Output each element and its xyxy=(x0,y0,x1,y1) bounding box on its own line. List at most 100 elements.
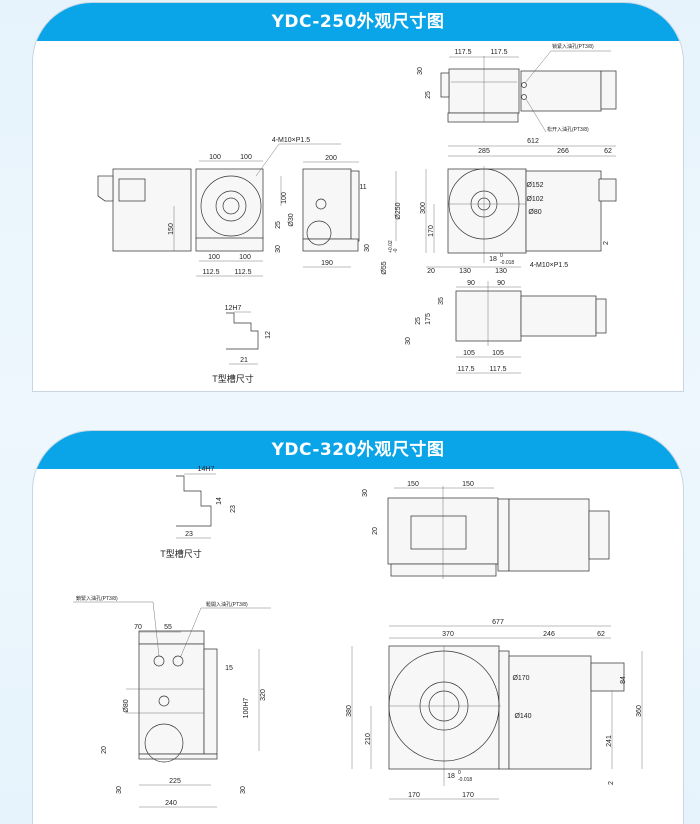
dimension-label: 4-M10×P1.5 xyxy=(272,137,310,144)
dimension-label: Ø80 xyxy=(528,209,541,216)
dimension-label: 18 xyxy=(489,256,497,263)
dimension-label: 246 xyxy=(543,631,555,638)
dimension-label: Ø80 xyxy=(123,699,130,712)
dimension-label: 225 xyxy=(169,778,181,785)
dimension-label: 0 xyxy=(458,770,461,776)
t-slot-detail xyxy=(176,473,216,539)
dimension-label: 266 xyxy=(557,148,569,155)
dimension-label: 35 xyxy=(438,297,445,305)
dimension-label: 12H7 xyxy=(225,305,242,312)
dimension-label: 170 xyxy=(428,225,435,237)
dimension-label: 25 xyxy=(275,221,282,229)
dimension-label: 117.5 xyxy=(490,366,507,373)
bottom-view xyxy=(455,281,607,374)
dimension-label: Ø30 xyxy=(288,213,295,226)
dimension-label: 18 xyxy=(447,773,455,780)
dimension-label: 62 xyxy=(597,631,605,638)
dimension-label: 90 xyxy=(467,280,475,287)
dimension-label: 210 xyxy=(365,733,372,745)
t-slot-caption: T型槽尺寸 xyxy=(160,548,202,559)
left-front-view xyxy=(97,143,341,277)
dimension-label: Ø140 xyxy=(514,713,531,720)
ydc-250-drawing: 117.5 117.5 30 25 锁紧入油孔(PT3/8) 松开入油孔(PT3/8) 61… xyxy=(97,43,617,384)
dimension-label: Ø250 xyxy=(395,202,402,219)
dimension-label: 200 xyxy=(325,155,337,162)
dimension-label: 70 xyxy=(134,624,142,631)
dimension-label: 100 xyxy=(239,254,251,261)
dimension-label: 23 xyxy=(230,505,237,513)
dimension-label: 105 xyxy=(492,350,504,357)
dimension-label: 11 xyxy=(359,184,366,191)
dimension-label: Ø102 xyxy=(526,196,543,203)
dimension-label: 117.5 xyxy=(491,49,508,56)
t-slot-detail xyxy=(226,311,259,365)
dimension-label: 360 xyxy=(636,705,643,717)
dimension-label: 170 xyxy=(462,792,474,799)
dimension-label: 30 xyxy=(240,786,247,794)
dimension-label: 14 xyxy=(216,497,223,505)
dimension-label: 285 xyxy=(478,148,490,155)
dimension-label: 90 xyxy=(497,280,505,287)
dimension-label: 100H7 xyxy=(243,698,250,719)
dimension-label: 松开入油孔(PT3/8) xyxy=(547,126,589,133)
dimension-label: 25 xyxy=(415,317,422,325)
left-view xyxy=(73,601,271,808)
dimension-label: 100 xyxy=(209,154,221,161)
dimension-label: 23 xyxy=(185,531,193,538)
dimension-label: 0 xyxy=(500,253,503,259)
dimension-label: -0 xyxy=(393,248,399,253)
dimension-label: 370 xyxy=(442,631,454,638)
dimension-label: 677 xyxy=(492,619,504,626)
dimension-label: 300 xyxy=(420,202,427,214)
side-view xyxy=(302,161,397,268)
dimension-label: Ø55 xyxy=(381,261,388,274)
dimension-label: 20 xyxy=(101,746,108,754)
dimension-label: 4-M10×P1.5 xyxy=(530,262,568,269)
dimension-label: 30 xyxy=(417,67,424,75)
dimension-label: 20 xyxy=(427,268,435,275)
ydc-320-card: YDC-320外观尺寸图 xyxy=(32,430,684,824)
dimension-label: 117.5 xyxy=(455,49,472,56)
front-view xyxy=(425,145,617,268)
dimension-label: 14H7 xyxy=(198,466,215,473)
dimension-label: 320 xyxy=(260,689,267,701)
dimension-label: 30 xyxy=(275,245,282,253)
dimension-label: 30 xyxy=(116,786,123,794)
dimension-label: 100 xyxy=(240,154,252,161)
dimension-label: 112.5 xyxy=(235,269,252,276)
dimension-label: 105 xyxy=(463,350,475,357)
dimension-label: 2 xyxy=(603,241,610,245)
dimension-label: 100 xyxy=(281,192,288,204)
dimension-label: 175 xyxy=(425,313,432,325)
dimension-label: 240 xyxy=(165,800,177,807)
dimension-label: Ø152 xyxy=(526,182,543,189)
dimension-label: 2 xyxy=(608,781,615,785)
dimension-label: 150 xyxy=(462,481,474,488)
dimension-label: 241 xyxy=(606,735,613,747)
t-slot-caption: T型槽尺寸 xyxy=(212,373,254,384)
dimension-label: 55 xyxy=(164,624,172,631)
dimension-label: 150 xyxy=(168,223,175,235)
dimension-label: 380 xyxy=(346,705,353,717)
dimension-label: 170 xyxy=(408,792,420,799)
dimension-label: 30 xyxy=(364,244,371,252)
dimension-label: 117.5 xyxy=(458,366,475,373)
dimension-label: 鎖緊入油孔(PT3/8) xyxy=(76,595,118,602)
dimension-label: Ø170 xyxy=(512,675,529,682)
dimension-label: -0.018 xyxy=(500,260,514,266)
card-title: YDC-250外观尺寸图 xyxy=(33,3,683,41)
card-title: YDC-320外观尺寸图 xyxy=(33,431,683,469)
dimension-label: 100 xyxy=(208,254,220,261)
top-view xyxy=(387,486,610,579)
dimension-label: 30 xyxy=(362,489,369,497)
dimension-label: 21 xyxy=(240,357,248,364)
ydc-250-card: YDC-250外观尺寸图 xyxy=(32,2,684,392)
top-view xyxy=(440,50,617,133)
dimension-label: 112.5 xyxy=(203,269,220,276)
dimension-label: 锁紧入油孔(PT3/8) xyxy=(552,43,594,50)
dimension-label: 130 xyxy=(495,268,507,275)
dimension-label: 12 xyxy=(265,331,272,339)
dimension-label: -0.018 xyxy=(458,777,472,783)
dimension-label: 612 xyxy=(527,138,539,145)
dimension-label: 15 xyxy=(225,665,233,672)
